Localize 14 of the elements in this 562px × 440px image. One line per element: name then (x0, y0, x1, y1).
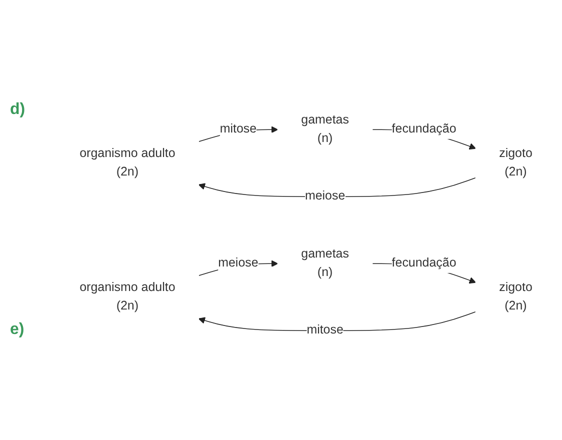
node-text: organismo adulto (2n) (80, 147, 176, 180)
node-text: zigoto (2n) (499, 147, 532, 180)
item-letter: e) (10, 321, 26, 339)
node-text: zigoto (2n) (499, 281, 532, 314)
edge-label: meiose (218, 257, 258, 270)
edge-label: fecundação (392, 257, 456, 270)
item-letter: d) (10, 101, 26, 119)
edge-label: meiose (304, 190, 346, 204)
node-text: organismo adulto (2n) (80, 281, 176, 314)
node-text: gametas (n) (301, 248, 349, 280)
edge-label: fecundação (392, 122, 456, 136)
node-text: gametas (n) (301, 114, 349, 146)
edge-label: mitose (306, 324, 344, 338)
edge-label: mitose (220, 122, 257, 136)
